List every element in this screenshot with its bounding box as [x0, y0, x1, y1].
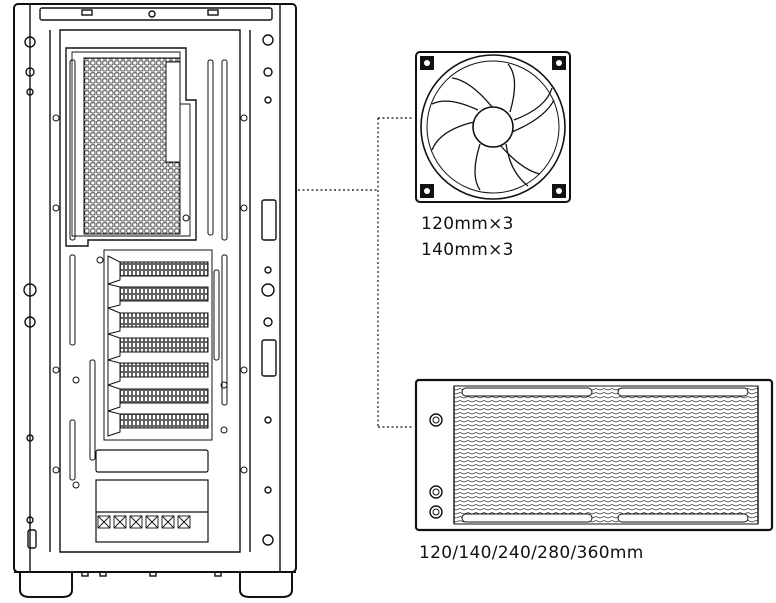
fan-icon: [416, 52, 570, 202]
radiator-icon: [416, 380, 772, 530]
connector-lines: [298, 118, 414, 427]
radiator-size-label: 120/140/240/280/360mm: [419, 543, 644, 563]
psu-vents: [98, 516, 190, 528]
fan-size-label-1: 120mm×3: [421, 214, 514, 234]
fan-size-label-2: 140mm×3: [421, 240, 514, 260]
expansion-slots: [104, 250, 212, 440]
